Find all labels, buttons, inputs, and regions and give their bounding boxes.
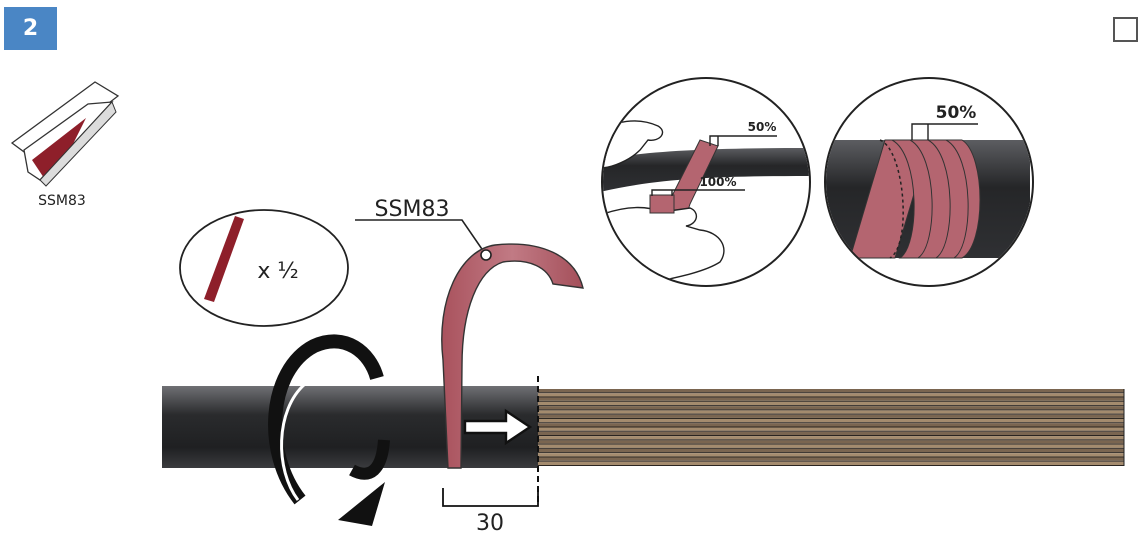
step-done-checkbox[interactable] bbox=[1113, 17, 1138, 42]
wire-strand bbox=[538, 444, 1124, 448]
wire-strand bbox=[538, 453, 1124, 457]
wire-strand bbox=[538, 427, 1124, 431]
wire-strand bbox=[538, 401, 1124, 406]
wire-strand bbox=[538, 397, 1124, 401]
detail-left-overlap-top: 50% bbox=[748, 120, 777, 134]
detail-overlap-result bbox=[824, 77, 1034, 287]
callout-dot bbox=[480, 249, 492, 261]
wire-strand bbox=[538, 440, 1124, 444]
dimension-bracket bbox=[442, 488, 539, 507]
hand-icon bbox=[603, 120, 664, 169]
wire-bundle bbox=[538, 389, 1125, 466]
wire-strand bbox=[538, 393, 1124, 397]
wire-strand bbox=[538, 410, 1124, 414]
dimension-value: 30 bbox=[476, 511, 504, 536]
wire-strand bbox=[538, 406, 1124, 410]
direction-arrow-icon bbox=[463, 408, 533, 446]
callout-leader bbox=[355, 219, 487, 256]
tape-roll-icon bbox=[10, 81, 120, 187]
wire-strand bbox=[538, 389, 1124, 393]
detail-right-overlap: 50% bbox=[936, 103, 977, 123]
step-number-badge: 2 bbox=[4, 7, 57, 50]
wire-strand bbox=[538, 431, 1124, 436]
wire-strand bbox=[538, 436, 1124, 440]
quantity-label: x ½ bbox=[257, 259, 298, 284]
wire-strand bbox=[538, 423, 1124, 427]
wire-strand bbox=[538, 461, 1124, 465]
callout-label: SSM83 bbox=[375, 197, 450, 222]
product-name: SSM83 bbox=[38, 193, 86, 209]
wire-strand bbox=[538, 457, 1124, 461]
detail-left-overlap-bottom: 100% bbox=[699, 175, 736, 189]
wire-strand bbox=[538, 414, 1124, 418]
wire-strand bbox=[538, 418, 1124, 423]
quantity-ellipse bbox=[179, 209, 349, 327]
wire-strand bbox=[538, 448, 1124, 453]
rotation-arrow-icon bbox=[268, 334, 390, 526]
tape-strip bbox=[441, 243, 584, 469]
